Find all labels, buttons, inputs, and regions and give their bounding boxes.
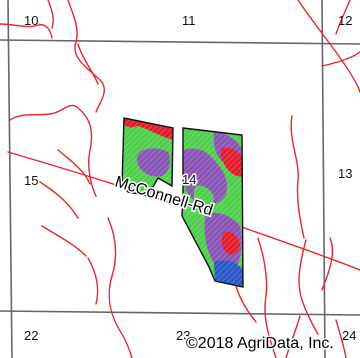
copyright-text: ©2018 AgriData, Inc. [186,335,334,352]
road-segment [77,43,99,85]
road-segment [321,237,334,291]
section-label-12: 12 [338,13,352,28]
field-right-outline [181,127,244,288]
field-right [182,128,243,287]
road-segment [9,104,97,197]
section-label-11: 11 [182,13,196,28]
road-segment [67,0,105,113]
section-label-23: 23 [176,328,190,343]
road-segment [285,315,301,358]
field-left-outline [121,117,174,197]
section-label-10: 10 [24,13,38,28]
road-segment [257,237,277,358]
section-label-24: 24 [342,328,356,343]
road-segment [57,149,91,185]
road-segment [47,0,54,29]
road-segment [290,115,305,239]
section-line-north [0,39,360,45]
road-segment [297,0,360,93]
road-segment [335,0,351,35]
road-segment [335,319,347,358]
section-line-east [321,0,326,358]
road-segment [321,51,360,67]
section-label-14: 14 [182,172,196,187]
section-label-22: 22 [24,328,38,343]
section-line-south [0,310,360,316]
road-segment [235,285,257,323]
road-segment [298,239,319,335]
road-segment [0,23,53,39]
road-segment [41,225,87,257]
road-segment [87,257,99,305]
section-label-13: 13 [338,166,352,181]
road-segment [107,217,133,358]
section-label-15: 15 [24,173,38,188]
road-segment [39,181,79,219]
section-line-west [7,0,13,358]
